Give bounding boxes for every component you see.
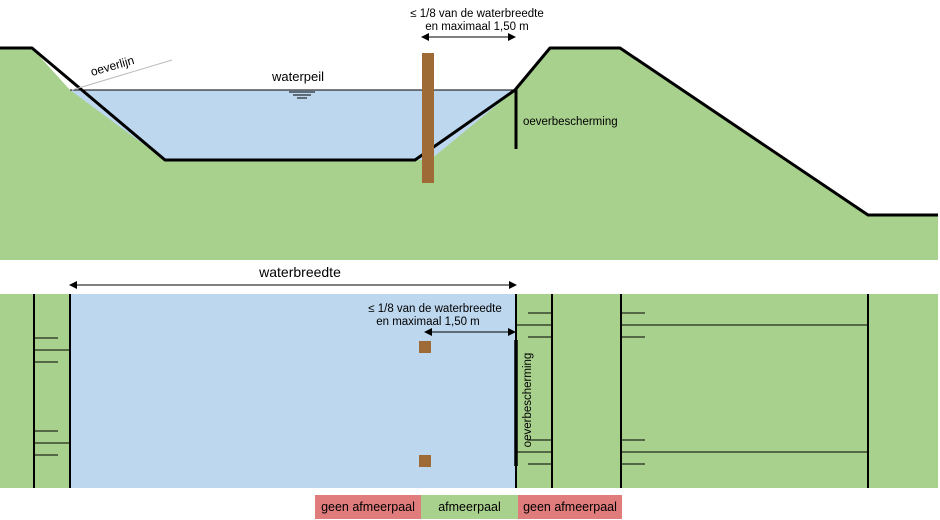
plan-horizontal-lines — [34, 312, 868, 465]
max-distance-text-line2: en maximaal 1,50 m — [425, 21, 529, 33]
water-width-label: waterbreedte — [258, 264, 341, 280]
plan-bank-protection-label: oeverbescherming — [522, 353, 534, 448]
plan-view: waterbreedte — [0, 264, 938, 488]
water-strip — [70, 294, 516, 488]
plan-mooring-post-bottom — [419, 455, 431, 467]
bank-protection-label: oeverbescherming — [523, 116, 618, 128]
plan-max-distance-text-line2: en maximaal 1,50 m — [376, 316, 480, 328]
legend-mooring-label: afmeerpaal — [438, 500, 501, 514]
right-bank-strip — [516, 294, 938, 488]
max-distance-text-line1: ≤ 1/8 van de waterbreedte — [410, 8, 544, 20]
ground-profile — [0, 48, 938, 260]
legend-mooring: afmeerpaal — [421, 495, 518, 519]
bank-line — [71, 59, 173, 91]
cross-section: oeverlijn waterpeil oeverbescherming ≤ 1… — [0, 8, 938, 260]
water-level-label: waterpeil — [271, 69, 324, 84]
water-level-icon — [289, 91, 315, 99]
legend-no-mooring-left-label: geen afmeerpaal — [321, 500, 415, 514]
mooring-post — [422, 53, 434, 183]
water-body — [70, 90, 515, 160]
plan-mooring-post-top — [419, 341, 431, 353]
legend-no-mooring-right: geen afmeerpaal — [518, 495, 622, 519]
legend-no-mooring-left: geen afmeerpaal — [315, 495, 421, 519]
legend-no-mooring-right-label: geen afmeerpaal — [523, 500, 617, 514]
plan-max-distance-text-line1: ≤ 1/8 van de waterbreedte — [368, 303, 502, 315]
bank-line-label: oeverlijn — [89, 53, 136, 79]
